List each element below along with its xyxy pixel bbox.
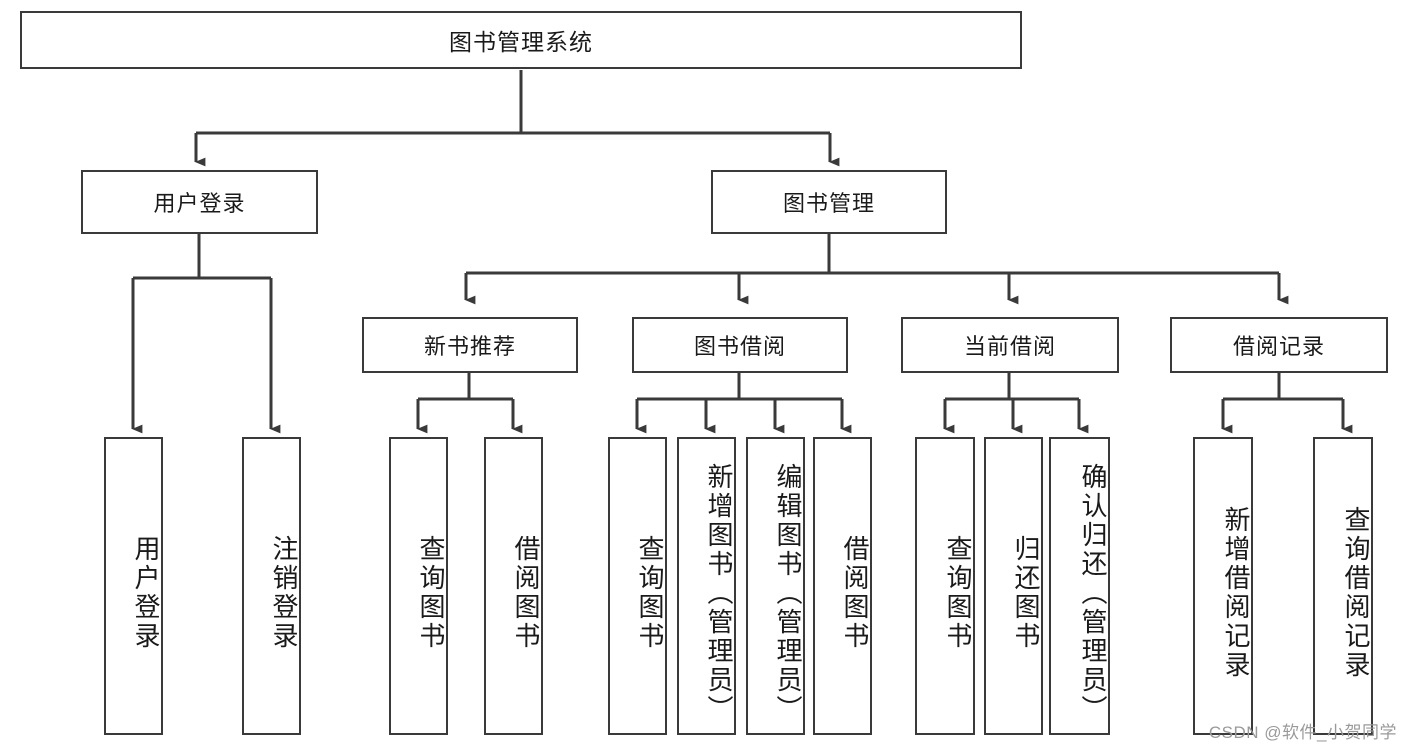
leaf-query-book-2-label: 查询图书 (635, 535, 665, 651)
leaf-borrow-book-2-label: 借阅图书 (840, 535, 870, 651)
leaf-confirm-return[interactable]: 确认归还（管理员） (1049, 437, 1110, 735)
leaf-add-book[interactable]: 新增图书（管理员） (677, 437, 736, 735)
node-new-book-rec-label: 新书推荐 (423, 334, 516, 359)
leaf-query-book-1-label: 查询图书 (416, 535, 446, 651)
leaf-query-book-3-label: 查询图书 (943, 535, 973, 651)
leaf-user-logout-label: 注销登录 (269, 535, 299, 651)
leaf-add-record-label: 新增借阅记录 (1221, 506, 1251, 680)
node-user-login-label: 用户登录 (153, 191, 246, 216)
node-borrow-record[interactable]: 借阅记录 (1170, 317, 1388, 373)
leaf-query-record-label: 查询借阅记录 (1341, 506, 1371, 680)
leaf-query-book-2[interactable]: 查询图书 (608, 437, 667, 735)
node-book-manage-label: 图书管理 (782, 191, 875, 216)
node-book-borrow-label: 图书借阅 (693, 334, 786, 359)
leaf-add-book-label: 新增图书（管理员） (704, 462, 734, 724)
leaf-borrow-book-1[interactable]: 借阅图书 (484, 437, 543, 735)
node-current-borrow[interactable]: 当前借阅 (901, 317, 1119, 373)
leaf-borrow-book-2[interactable]: 借阅图书 (813, 437, 872, 735)
leaf-confirm-return-label: 确认归还（管理员） (1078, 462, 1108, 724)
leaf-query-book-3[interactable]: 查询图书 (915, 437, 975, 735)
node-current-borrow-label: 当前借阅 (963, 334, 1056, 359)
node-borrow-record-label: 借阅记录 (1232, 334, 1325, 359)
watermark: CSDN @软件_小贺同学 (1208, 723, 1397, 742)
node-book-manage[interactable]: 图书管理 (711, 170, 947, 234)
node-root[interactable]: 图书管理系统 (20, 11, 1022, 69)
leaf-edit-book-label: 编辑图书（管理员） (773, 462, 803, 724)
leaf-edit-book[interactable]: 编辑图书（管理员） (746, 437, 805, 735)
leaf-query-record[interactable]: 查询借阅记录 (1313, 437, 1373, 735)
node-new-book-rec[interactable]: 新书推荐 (362, 317, 578, 373)
leaf-add-record[interactable]: 新增借阅记录 (1193, 437, 1253, 735)
leaf-user-login-label: 用户登录 (131, 535, 161, 651)
leaf-user-login[interactable]: 用户登录 (104, 437, 163, 735)
leaf-query-book-1[interactable]: 查询图书 (389, 437, 448, 735)
node-user-login[interactable]: 用户登录 (81, 170, 318, 234)
node-book-borrow[interactable]: 图书借阅 (632, 317, 848, 373)
node-root-label: 图书管理系统 (449, 29, 593, 55)
leaf-user-logout[interactable]: 注销登录 (242, 437, 301, 735)
leaf-borrow-book-1-label: 借阅图书 (511, 535, 541, 651)
leaf-return-book-label: 归还图书 (1011, 535, 1041, 651)
leaf-return-book[interactable]: 归还图书 (984, 437, 1043, 735)
